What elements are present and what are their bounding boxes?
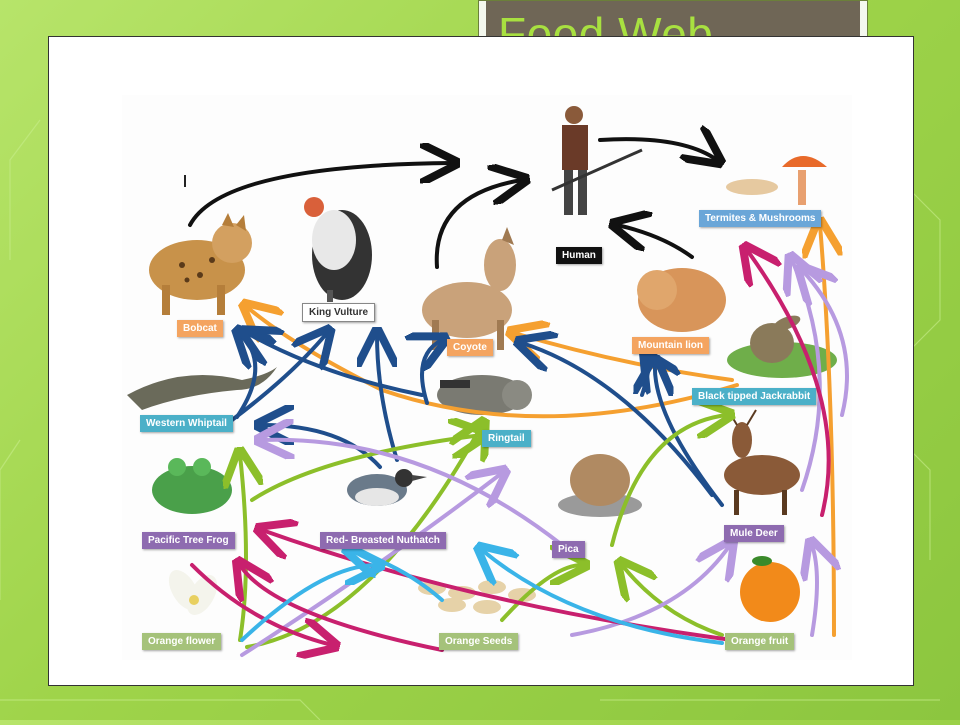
node-label-orange-fruit: Orange fruit: [725, 633, 795, 650]
ringtail-icon: [437, 375, 532, 415]
arrow-muledeer-to-coyote: [522, 343, 714, 497]
node-label-mule-deer: Mule Deer: [724, 525, 784, 542]
arrow-orangefruit-to-termites-pink: [747, 250, 831, 517]
arrow-pica-to-jackrabbit: [610, 415, 727, 547]
arrow-jackrabbit-to-termites: [802, 270, 849, 417]
arrow-bobcat-to-human: [188, 163, 452, 227]
jackrabbit-icon: [727, 315, 837, 378]
arrow-ringtail-to-bobcat: [247, 333, 424, 397]
node-label-termites-mushrooms: Termites & Mushrooms: [699, 210, 822, 227]
vulture-icon: [304, 197, 372, 302]
arrow-orangefruit-to-frog: [262, 530, 734, 642]
deer-icon: [724, 409, 800, 515]
arrow-nuthatch-to-whiptail: [262, 425, 382, 469]
node-label-jackrabbit: Black tipped Jackrabbit: [692, 388, 817, 405]
arrow-seeds-to-pica: [500, 565, 582, 622]
orange-fruit-icon: [740, 556, 800, 622]
node-label-bobcat: Bobcat: [177, 320, 223, 337]
arrow-muledeer-to-mountainlion: [655, 363, 724, 507]
food-web-drawing: [127, 106, 849, 660]
arrow-orangefruit-to-muledeer: [812, 545, 817, 637]
node-label-orange-flower: Orange flower: [142, 633, 222, 650]
human-icon: [551, 106, 643, 215]
arrow-coyote-to-human: [434, 180, 522, 269]
bird-icon: [347, 469, 427, 506]
arrow-orangeflower-to-frog-pink: [190, 563, 332, 645]
frog-icon: [152, 458, 232, 514]
node-label-western-whiptail: Western Whiptail: [140, 415, 233, 432]
food-web-diagram: Bobcat King Vulture Coyote Human Termite…: [122, 95, 852, 660]
arrow-nuthatch-to-vulture: [377, 335, 399, 462]
coyote-icon: [422, 227, 516, 350]
node-label-coyote: Coyote: [447, 339, 493, 356]
arrow-seeds-to-frog: [240, 565, 444, 652]
node-label-ringtail: Ringtail: [482, 430, 531, 447]
node-label-nuthatch: Red- Breasted Nuthatch: [320, 532, 446, 549]
arrow-seeds-to-muledeer: [570, 545, 730, 637]
arrow-orangefruit-to-pica: [622, 565, 724, 637]
lizard-icon: [127, 367, 277, 410]
arrow-frog-to-ringtail: [250, 435, 482, 502]
node-label-human: Human: [556, 247, 602, 264]
arrow-whiptail-to-vulture: [230, 333, 327, 422]
node-label-orange-seeds: Orange Seeds: [439, 633, 519, 650]
text-cursor-mark: [184, 175, 186, 187]
node-label-pacific-tree-frog: Pacific Tree Frog: [142, 532, 235, 549]
bobcat-icon: [149, 213, 252, 315]
arrow-orangeflower-to-nuthatch: [240, 565, 377, 642]
arrow-ringtail-to-coyote: [422, 340, 442, 405]
node-label-pica: Pica: [552, 541, 585, 558]
node-label-mountain-lion: Mountain lion: [632, 337, 709, 354]
arrow-human-to-termites: [598, 139, 717, 160]
flower-icon: [168, 570, 218, 615]
arrow-jackrabbit-to-mountainlion: [642, 357, 649, 397]
arrow-orangefruit-to-nuthatch: [482, 550, 724, 645]
mushroom-icon: [726, 156, 827, 205]
pika-icon: [558, 454, 642, 517]
node-label-king-vulture: King Vulture: [302, 303, 376, 322]
arrow-jackrabbit-to-bobcat: [247, 307, 739, 419]
arrow-pica-to-whiptail: [262, 440, 564, 547]
arrow-orangeflower-to-frog: [240, 455, 246, 642]
arrow-mountainlion-to-human: [617, 225, 694, 259]
mountain-lion-icon: [637, 268, 726, 332]
